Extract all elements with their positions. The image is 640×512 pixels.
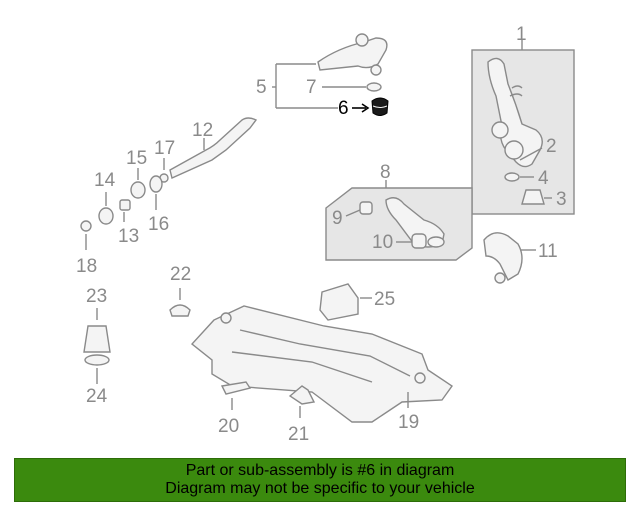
part-2-ball-joint[interactable]: 2 bbox=[519, 136, 557, 161]
label-5: 5 bbox=[256, 77, 267, 98]
label-24: 24 bbox=[86, 386, 108, 407]
part-10-bushing[interactable]: 10 bbox=[372, 232, 427, 253]
part-4-snap-ring[interactable]: 4 bbox=[504, 168, 549, 189]
part-17-nut[interactable]: 17 bbox=[154, 138, 175, 183]
label-18: 18 bbox=[76, 256, 97, 277]
label-25: 25 bbox=[374, 289, 395, 310]
label-17: 17 bbox=[154, 138, 175, 159]
part-1-knuckle-group[interactable]: 1 bbox=[471, 24, 575, 215]
label-14: 14 bbox=[94, 170, 116, 191]
part-25-mount[interactable]: 25 bbox=[319, 283, 395, 321]
part-20-bracket[interactable]: 20 bbox=[218, 381, 252, 437]
label-11: 11 bbox=[538, 241, 558, 262]
part-24-seat[interactable]: 24 bbox=[84, 354, 110, 407]
part-5-bracket[interactable]: 5 bbox=[256, 63, 338, 109]
label-21: 21 bbox=[288, 424, 309, 445]
part-8-lower-arm-group[interactable]: 8 bbox=[325, 162, 473, 261]
label-13: 13 bbox=[118, 226, 139, 247]
label-22: 22 bbox=[170, 264, 191, 285]
part-15-bushing[interactable]: 15 bbox=[126, 148, 147, 199]
part-6-dust-seal-highlighted[interactable]: 6 bbox=[338, 97, 389, 119]
part-13-bolt[interactable]: 13 bbox=[118, 199, 139, 247]
part-3-boot[interactable]: 3 bbox=[521, 189, 567, 210]
label-10: 10 bbox=[372, 232, 393, 253]
part-7-bushing[interactable]: 7 bbox=[306, 77, 382, 98]
part-19-subframe[interactable]: 19 bbox=[190, 305, 453, 433]
label-19: 19 bbox=[398, 412, 419, 433]
part-18-nut[interactable]: 18 bbox=[76, 220, 97, 277]
label-8: 8 bbox=[380, 162, 391, 183]
part-9-bushing[interactable]: 9 bbox=[332, 201, 373, 229]
label-9: 9 bbox=[332, 208, 343, 229]
label-20: 20 bbox=[218, 416, 239, 437]
label-3: 3 bbox=[556, 189, 567, 210]
part-12-stabilizer[interactable]: 12 bbox=[169, 117, 258, 179]
label-23: 23 bbox=[86, 286, 107, 307]
footer-line-2: Diagram may not be specific to your vehi… bbox=[165, 480, 475, 497]
parts-diagram: 1 2 4 3 11 5 7 bbox=[76, 24, 575, 445]
part-14-bushing[interactable]: 14 bbox=[94, 170, 116, 225]
part-upper-arm[interactable] bbox=[317, 33, 388, 76]
part-16-washer[interactable]: 16 bbox=[148, 175, 169, 235]
label-2: 2 bbox=[546, 136, 557, 157]
label-16: 16 bbox=[148, 214, 169, 235]
label-7: 7 bbox=[306, 77, 317, 98]
label-15: 15 bbox=[126, 148, 147, 169]
label-4: 4 bbox=[538, 168, 549, 189]
label-6: 6 bbox=[338, 98, 349, 119]
footer-line-1: Part or sub-assembly is #6 in diagram bbox=[185, 462, 455, 479]
part-21-bracket[interactable]: 21 bbox=[288, 385, 316, 445]
part-23-bushing[interactable]: 23 bbox=[83, 286, 111, 353]
footer-banner: Part or sub-assembly is #6 in diagram Di… bbox=[14, 458, 626, 502]
label-1: 1 bbox=[516, 24, 527, 45]
part-22-mount[interactable]: 22 bbox=[169, 264, 191, 317]
part-11-knuckle-lower[interactable]: 11 bbox=[483, 232, 558, 284]
label-12: 12 bbox=[192, 120, 213, 141]
